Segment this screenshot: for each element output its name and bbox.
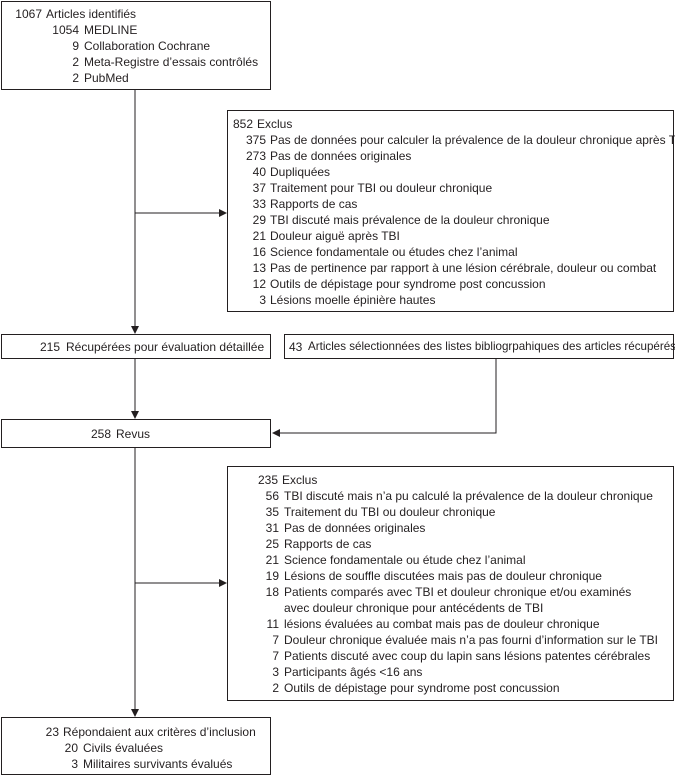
group-label: Civils évaluées — [83, 741, 164, 755]
identified-count: 1067 — [15, 7, 42, 21]
reason-label-continued: avec douleur chronique pour antécédents … — [284, 601, 544, 615]
reason-count: 13 — [252, 261, 266, 275]
reason-label: Traitement du TBI ou douleur chronique — [284, 505, 496, 519]
reason-label: Science fondamentale ou études chez l’an… — [270, 245, 518, 259]
reason-label: Patients comparés avec TBI et douleur ch… — [284, 585, 632, 599]
reason-label: Dupliquées — [270, 165, 331, 179]
reason-count: 29 — [252, 213, 266, 227]
reason-label: Rapports de cas — [270, 197, 358, 211]
reason-count: 3 — [272, 665, 279, 679]
reason-count: 7 — [272, 633, 279, 647]
excluded-count: 235 — [257, 473, 278, 487]
source-count: 2 — [72, 71, 79, 85]
retrieved-count: 215 — [40, 340, 61, 354]
reason-label: TBI discuté mais n’a pu calculé la préva… — [284, 489, 653, 503]
reason-count: 273 — [245, 149, 266, 163]
source-count: 2 — [72, 55, 79, 69]
bibliography-box: 43 Articles sélectionnées des listes bib… — [284, 334, 675, 359]
retrieved-label: Récupérées pour évaluation détaillée — [66, 340, 265, 354]
group-label: Militaires survivants évalués — [83, 757, 233, 771]
reason-count: 21 — [252, 229, 266, 243]
reason-count: 33 — [252, 197, 266, 211]
source-count: 9 — [72, 39, 79, 53]
reason-count: 31 — [265, 521, 279, 535]
reason-label: Pas de données originales — [284, 521, 426, 535]
reason-count: 25 — [265, 537, 279, 551]
reason-count: 375 — [245, 133, 266, 147]
bibliography-label: Articles sélectionnées des listes biblio… — [308, 340, 675, 353]
source-label: Meta-Registre d’essais contrôlés — [84, 55, 259, 69]
reason-count: 7 — [272, 649, 279, 663]
source-label: Collaboration Cochrane — [84, 39, 211, 53]
excluded-label: Exclus — [282, 473, 318, 487]
reason-label: Lésions moelle épinière hautes — [270, 293, 436, 307]
reason-count: 12 — [252, 277, 266, 291]
identified-label: Articles identifiés — [46, 7, 137, 21]
reason-count: 21 — [265, 553, 279, 567]
reason-label: Traitement pour TBI ou douleur chronique — [270, 181, 493, 195]
reason-label: Patients discuté avec coup du lapin sans… — [284, 649, 651, 663]
bibliography-count: 43 — [289, 340, 303, 354]
reviewed-count: 258 — [91, 427, 112, 441]
arrow-bibliography-to-reviewed — [272, 358, 497, 437]
reason-label: Pas de données pour calculer la prévalen… — [270, 133, 675, 147]
reviewed-box: 258 Revus — [1, 419, 271, 448]
reason-label: Douleur chronique évaluée mais n’a pas f… — [284, 633, 658, 647]
reason-label: Lésions de souffle discutées mais pas de… — [284, 569, 602, 583]
reason-count: 16 — [252, 245, 266, 259]
reason-label: Rapports de cas — [284, 537, 372, 551]
reason-count: 18 — [265, 585, 279, 599]
reason-count: 35 — [265, 505, 279, 519]
reason-count: 40 — [252, 165, 266, 179]
group-count: 20 — [64, 741, 78, 755]
reason-count: 11 — [266, 617, 279, 631]
reason-count: 37 — [252, 181, 266, 195]
reason-label: Douleur aiguë après TBI — [270, 229, 400, 243]
reason-label: TBI discuté mais prévalence de la douleu… — [270, 213, 550, 227]
reviewed-label: Revus — [116, 427, 151, 441]
reason-label: Outils de dépistage pour syndrome post c… — [284, 681, 560, 695]
included-count: 23 — [45, 725, 59, 739]
reason-label: Science fondamentale ou étude chez l’ani… — [284, 553, 526, 567]
reason-count: 2 — [272, 681, 279, 695]
reason-count: 56 — [265, 489, 279, 503]
source-label: PubMed — [84, 71, 129, 85]
reason-count: 3 — [259, 293, 266, 307]
reason-label: Pas de données originales — [270, 149, 412, 163]
source-label: MEDLINE — [84, 23, 138, 37]
reason-label: Outils de dépistage pour syndrome post c… — [270, 277, 546, 291]
reason-label: lésions évaluées au combat mais pas de d… — [284, 617, 600, 631]
included-label: Répondaient aux critères d’inclusion — [63, 725, 256, 739]
reason-count: 19 — [265, 569, 279, 583]
excluded-count: 852 — [232, 117, 253, 131]
source-count: 1054 — [52, 23, 79, 37]
excluded-label: Exclus — [257, 117, 293, 131]
identified-box: 1067 Articles identifiés 1054 MEDLINE 9 … — [1, 1, 271, 90]
reason-label: Participants âgés <16 ans — [284, 665, 423, 679]
reason-label: Pas de pertinence par rapport à une lési… — [270, 261, 657, 275]
group-count: 3 — [71, 757, 78, 771]
excluded-box-1: 852 Exclus 375 Pas de données pour calcul… — [227, 110, 675, 312]
retrieved-box: 215 Récupérées pour évaluation détaillée — [1, 334, 271, 359]
included-box: 23 Répondaient aux critères d’inclusion … — [1, 717, 271, 775]
